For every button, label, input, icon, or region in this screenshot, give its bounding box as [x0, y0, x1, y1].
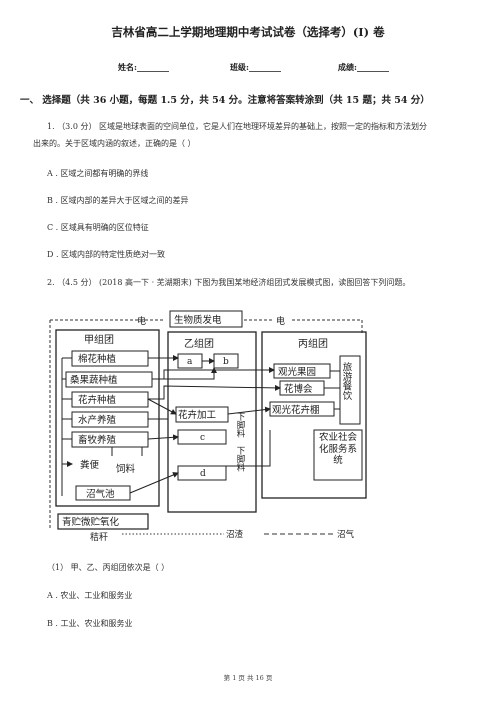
flower-processing-label: 花卉加工	[178, 409, 217, 421]
silage-box	[57, 513, 149, 530]
question-2-stem: (2018 高一下 · 芜湖期末) 下图为我国某地经济组团式发展模式图，读图回答…	[99, 278, 411, 287]
class-field: 班级:________	[230, 62, 281, 73]
score-field: 成绩:________	[338, 62, 389, 73]
group-yi-box	[167, 331, 257, 513]
question-2-line: 2. （4.5 分） (2018 高一下 · 芜湖期末) 下图为我国某地经济组团…	[47, 277, 410, 288]
yi-c-label: c	[200, 433, 205, 443]
name-label: 姓名:	[118, 62, 137, 72]
question-1-stem-2: 出来的。关于区域内涵的叙述，正确的是（ ）	[33, 139, 196, 148]
question-1-line1: 1. （3.0 分） 区域是地球表面的空间单位，它是人们在地理环境差异的基础上，…	[47, 121, 427, 132]
yi-b-label: b	[223, 357, 229, 367]
question-1-number: 1.	[47, 122, 55, 131]
jia-item-livestock: 畜牧养殖	[78, 434, 117, 446]
straw-label: 秸秆	[90, 531, 108, 543]
electric-top-label: 电	[137, 315, 146, 327]
agri-service-box	[313, 429, 363, 481]
jia-item-cotton: 棉花种植	[78, 353, 117, 365]
class-blank: ________	[248, 62, 281, 72]
question-2-number: 2.	[47, 278, 55, 287]
group-bing-label: 丙组团	[298, 337, 328, 350]
bing-item-expo: 花博会	[284, 383, 313, 395]
yi-a-label: a	[187, 357, 193, 367]
leftovers-label-2: 下脚料	[235, 446, 245, 472]
economic-cluster-diagram: 电 生物质发电 电 甲组团 棉花种植 桑果蔬种植 花卉种植 水产养殖 畜牧养殖 …	[49, 310, 367, 543]
jia-item-aquaculture: 水产养殖	[78, 414, 117, 426]
jia-item-mulberry: 桑果蔬种植	[70, 374, 118, 386]
group-bing-box	[261, 331, 367, 499]
class-label: 班级:	[230, 62, 249, 72]
jia-item-flower: 花卉种植	[78, 394, 117, 406]
question-1-score: （3.0 分）	[57, 122, 97, 131]
biogas-pool-label: 沼气池	[86, 488, 115, 500]
page-title: 吉林省高二上学期地理期中考试试卷（选择考）(I) 卷	[111, 25, 385, 39]
bing-item-greenhouse: 观光花卉棚	[272, 404, 320, 416]
subquestion-1-stem: （1） 甲、乙、丙组团依次是（ ）	[47, 563, 170, 572]
legend-gas-label: 沼气	[337, 529, 355, 540]
agri-service-wrap: 农业社会化服务系统	[318, 432, 357, 466]
silage-label: 青贮微贮氧化	[62, 516, 120, 528]
page-footer: 第 1 页 共 16 页	[223, 674, 273, 682]
group-jia-label: 甲组团	[84, 333, 114, 346]
biogas-power-label: 生物质发电	[174, 314, 222, 326]
question-1-stem-1: 区域是地球表面的空间单位，它是人们在地理环境差异的基础上，按照一定的指标和方法划…	[99, 122, 427, 131]
agri-service-label: 农业社会化服务系统	[318, 432, 357, 466]
question-1-option-d[interactable]: D . 区域内部的特定性质绝对一致	[47, 250, 166, 259]
tourism-box	[339, 355, 361, 425]
feed-label: 饲料	[116, 463, 136, 475]
name-blank: ________	[136, 62, 169, 72]
score-blank: ________	[356, 62, 389, 72]
bing-item-orchard: 观光果园	[278, 366, 316, 378]
subquestion-1-option-a[interactable]: A . 农业、工业和服务业	[47, 591, 133, 600]
score-label: 成绩:	[338, 62, 357, 72]
leftovers-label-1: 下脚料	[235, 412, 245, 438]
yi-d-label: d	[200, 469, 206, 479]
manure-label: 粪便	[80, 459, 100, 471]
group-yi-label: 乙组团	[184, 337, 214, 350]
question-1-option-b[interactable]: B . 区域内部的差异大于区域之间的差异	[47, 196, 189, 205]
biogas-power-box	[169, 310, 243, 328]
group-jia-box	[55, 329, 160, 507]
section-heading: 一、 选择题（共 36 小题，每题 1.5 分，共 54 分。注意将答案转涂到（…	[20, 95, 430, 106]
question-1-option-a[interactable]: A . 区域之间都有明确的界线	[47, 169, 149, 178]
flower-processing-box	[175, 406, 229, 423]
name-field: 姓名:________	[118, 62, 169, 73]
tourism-label: 旅游餐饮	[341, 361, 353, 401]
subquestion-1-option-b[interactable]: B . 工业、农业和服务业	[47, 619, 133, 628]
electric-right-label: 电	[276, 315, 285, 327]
question-1-option-c[interactable]: C . 区域具有明确的区位特征	[47, 223, 149, 232]
legend-slag-label: 沼渣	[226, 529, 244, 540]
question-2-score: （4.5 分）	[57, 278, 97, 287]
group-jia-items: 棉花种植 桑果蔬种植 花卉种植 水产养殖 畜牧养殖	[65, 350, 153, 448]
